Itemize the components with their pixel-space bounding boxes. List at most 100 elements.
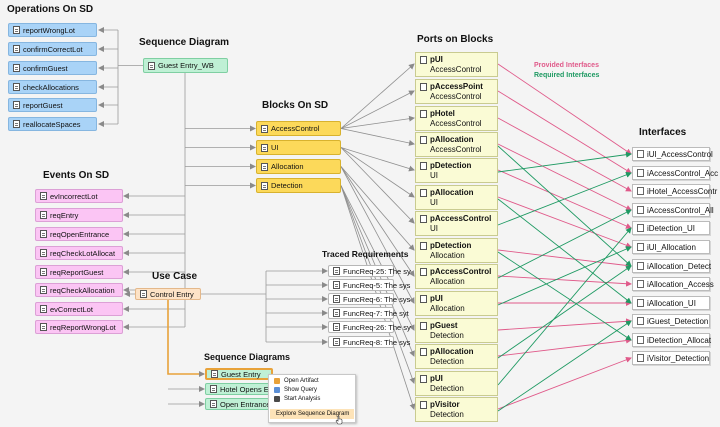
port-owner-label: Detection [430,331,464,340]
required-interface-link [497,320,632,412]
menu-item-start-analysis[interactable]: Start Analysis [274,396,320,402]
port-owner-label: AccessControl [430,65,482,74]
event-evcorrectlot[interactable]: evCorrectLot [35,302,123,316]
context-menu[interactable]: Open Artifact Show Query Start Analysis … [268,374,356,423]
events-heading: Events On SD [43,170,110,181]
requirement-funcreq-6[interactable]: FuncReq-6: The sys [328,293,410,305]
block-accesscontrol[interactable]: AccessControl [256,121,341,136]
document-icon [13,83,20,91]
event-reqreportwronglot[interactable]: reqReportWrongLot [35,320,123,334]
requirement-funcreq-5[interactable]: FuncReq-5: The sys [328,279,410,291]
menu-item-open-artifact[interactable]: Open Artifact [274,378,319,384]
port-name-label: pDetection [430,241,472,250]
interface-iallocation-detect[interactable]: iAllocation_Detect [632,259,712,273]
document-icon [333,309,340,317]
analysis-icon [274,396,280,402]
provided-interface-link [497,356,632,410]
operation-checkallocations[interactable]: checkAllocations [8,80,97,94]
document-icon [261,124,268,133]
use-case-control-entry[interactable]: Control Entry [135,288,201,300]
interface-idetection-allocat[interactable]: iDetection_Allocat [632,333,711,347]
menu-item-label: Explore Sequence Diagram [276,411,350,417]
document-icon [420,162,427,170]
node-label: Guest Entry_WB [158,61,214,70]
requirement-funcreq-26[interactable]: FuncReq-26: The sy [328,321,411,333]
node-label: Open Entrance [220,399,271,409]
document-icon [420,110,427,118]
event-evincorrectlot[interactable]: evIncorrectLot [35,189,123,203]
interface-idetection-ui[interactable]: iDetection_UI [632,221,710,235]
interface-label: iDetection_UI [647,223,696,233]
port-name-label: pDetection [430,161,472,170]
node-label: Detection [271,181,303,190]
node-label: reqEntry [50,210,79,220]
requirement-funcreq-7[interactable]: FuncReq-7: The syt [328,307,409,319]
interface-iguest-detection[interactable]: iGuest_Detection [632,314,710,328]
document-icon [13,26,20,34]
operation-confirmcorrectlot[interactable]: confirmCorrectLot [8,42,97,56]
menu-item-explore-sequence-diagram[interactable]: Explore Sequence Diagram [270,409,354,419]
sequence-diagrams-heading: Sequence Diagrams [204,352,291,362]
interface-icon [637,206,644,214]
document-icon [420,189,427,197]
block-allocation[interactable]: Allocation [256,159,341,174]
operation-reallocatespaces[interactable]: reallocateSpaces [8,117,97,131]
document-icon [333,338,340,346]
block-detection[interactable]: Detection [256,178,341,193]
operation-reportwronglot[interactable]: reportWrongLot [8,23,97,37]
node-label: reallocateSpaces [23,119,81,129]
requirement-funcreq-8[interactable]: FuncReq-8: The sys [328,336,410,348]
operation-reportguest[interactable]: reportGuest [8,98,97,112]
port-owner-label: Detection [430,357,464,366]
sequence-diagram-guest-entry[interactable]: Guest Entry [205,368,273,380]
sequence-diagram-hotel-opens-entrar[interactable]: Hotel Opens Entrar [205,383,284,395]
operation-confirmguest[interactable]: confirmGuest [8,61,97,75]
interface-iui-allocation[interactable]: iUI_Allocation [632,240,710,254]
interface-label: iVisitor_Detection [647,353,710,363]
interface-ihotel-accesscontr[interactable]: iHotel_AccessContr [632,184,717,198]
port-name-label: pAllocation [430,188,474,197]
port-name: pDetection [420,241,497,251]
event-reqcheckallocation[interactable]: reqCheckAllocation [35,283,123,297]
interface-iui-accesscontrol[interactable]: iUI_AccessControl [632,147,713,161]
sequence-diagram-open-entrance[interactable]: Open Entrance [205,398,273,410]
provided-interface-link [497,275,632,287]
interface-iaccesscontrol-all[interactable]: iAccessControl_All [632,203,714,217]
port-name: pAccessPoint [420,82,497,92]
interface-iallocation-ui[interactable]: iAllocation_UI [632,296,710,310]
interface-iaccesscontrol-acc[interactable]: iAccessControl_Acc [632,166,718,180]
interface-iallocation-access[interactable]: iAllocation_Access [632,277,714,291]
event-reqchecklotallocat[interactable]: reqCheckLotAllocat [35,246,123,260]
interface-icon [637,262,644,270]
legend-provided-interfaces: Provided Interfaces [534,62,599,69]
block-ui[interactable]: UI [256,140,341,155]
event-reqopenentrance[interactable]: reqOpenEntrance [35,227,123,241]
document-icon [420,348,427,356]
interface-ivisitor-detection[interactable]: iVisitor_Detection [632,351,710,365]
menu-item-show-query[interactable]: Show Query [274,387,317,393]
event-reqreportguest[interactable]: reqReportGuest [35,265,123,279]
event-reqentry[interactable]: reqEntry [35,208,123,222]
blocks-heading: Blocks On SD [262,100,329,111]
document-icon [420,215,427,223]
port-name: pAccessControl [420,214,497,224]
requirement-funcreq-25[interactable]: FuncReq-25: The sy [328,265,411,277]
interface-label: iAllocation_Detect [647,261,712,271]
sequence-diagram-node[interactable]: Guest Entry_WB [143,58,228,73]
interface-icon [637,354,644,362]
